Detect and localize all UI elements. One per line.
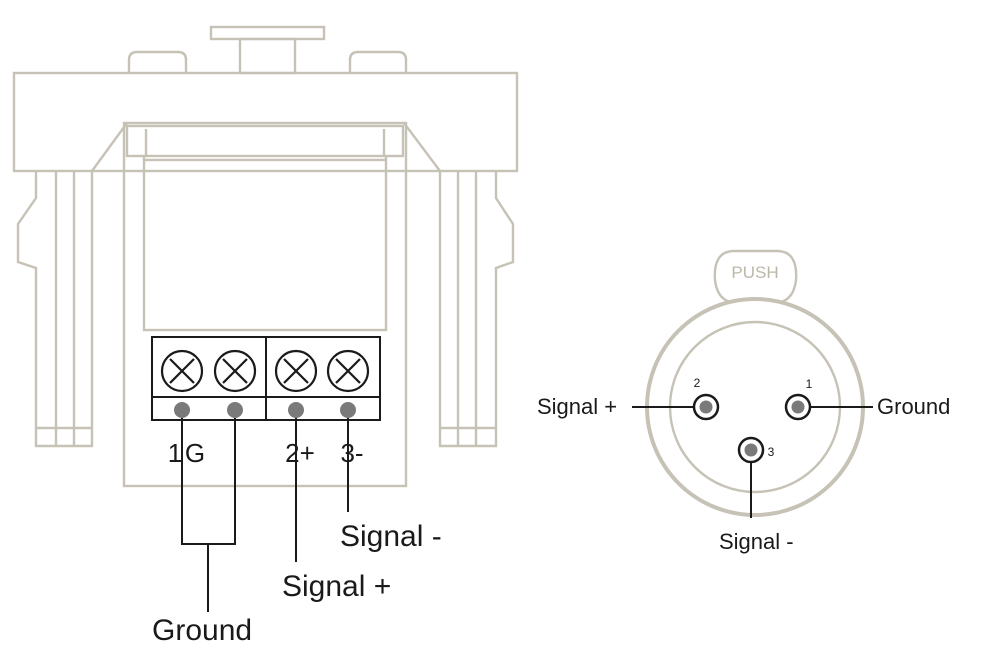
terminal-1-label: 1 [168, 438, 182, 468]
screw-terminal-2 [274, 349, 318, 393]
wire-hole-g [227, 402, 243, 418]
connector-housing [12, 25, 519, 488]
wire-entry-holes [174, 402, 356, 418]
signal-minus-label: Signal - [340, 520, 442, 553]
xlr-connector: PUSH 2 1 3 Signal + [537, 249, 950, 554]
wire-hole-2 [288, 402, 304, 418]
terminal-3-label: 3- [340, 438, 363, 468]
push-tab [713, 249, 798, 304]
terminal-2-label: 2+ [285, 438, 315, 468]
pin-1-number: 1 [806, 377, 813, 391]
xlr-pin-1 [784, 393, 812, 421]
xlr-signal-plus-label: Signal + [537, 394, 617, 419]
wire-hole-1 [174, 402, 190, 418]
ground-wire-loop [181, 418, 236, 545]
xlr-pin-3 [737, 436, 765, 464]
terminal-g-label: G [185, 438, 205, 468]
screw-terminal-g [213, 349, 257, 393]
xlr-signal-minus-label: Signal - [719, 529, 794, 554]
push-label: PUSH [731, 263, 778, 282]
xlr-pin-2 [692, 393, 720, 421]
xlr-ground-label: Ground [877, 394, 950, 419]
signal-plus-label: Signal + [282, 570, 391, 603]
wire-hole-3 [340, 402, 356, 418]
terminal-block [151, 336, 381, 421]
pin-2-number: 2 [694, 376, 701, 390]
screw-terminal-1 [160, 349, 204, 393]
ground-label: Ground [152, 614, 252, 647]
wires [181, 418, 349, 612]
screw-terminal-3 [326, 349, 370, 393]
pin-3-number: 3 [768, 445, 775, 459]
